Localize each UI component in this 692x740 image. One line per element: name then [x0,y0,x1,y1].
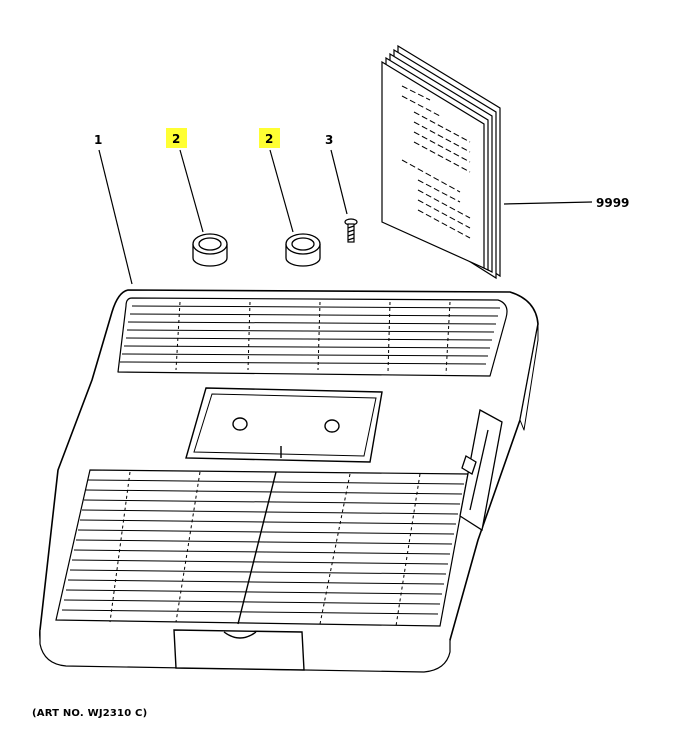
leader-line-1 [98,149,133,285]
bushing-icon [192,233,228,267]
bottom-louvres [55,469,469,627]
leader-line-2b [269,149,294,233]
leader-line-3 [330,149,348,215]
screw-icon [344,218,358,243]
callout-9999: 9999 [596,196,629,210]
side-latch [459,409,503,532]
top-louvres [119,301,501,375]
callout-2a: 2 [172,132,180,146]
leader-line-9999 [503,201,593,205]
pull-tab [173,629,305,671]
art-number-caption: (ART NO. WJ2310 C) [32,708,148,719]
bushing-icon [285,233,321,267]
callout-2b: 2 [265,132,273,146]
manual-booklet [381,44,501,280]
leader-line-2a [179,149,204,233]
control-recess [185,387,383,463]
highlight-2b [259,128,280,148]
highlight-2a [166,128,187,148]
callout-3: 3 [325,133,333,147]
callout-1: 1 [94,133,102,147]
